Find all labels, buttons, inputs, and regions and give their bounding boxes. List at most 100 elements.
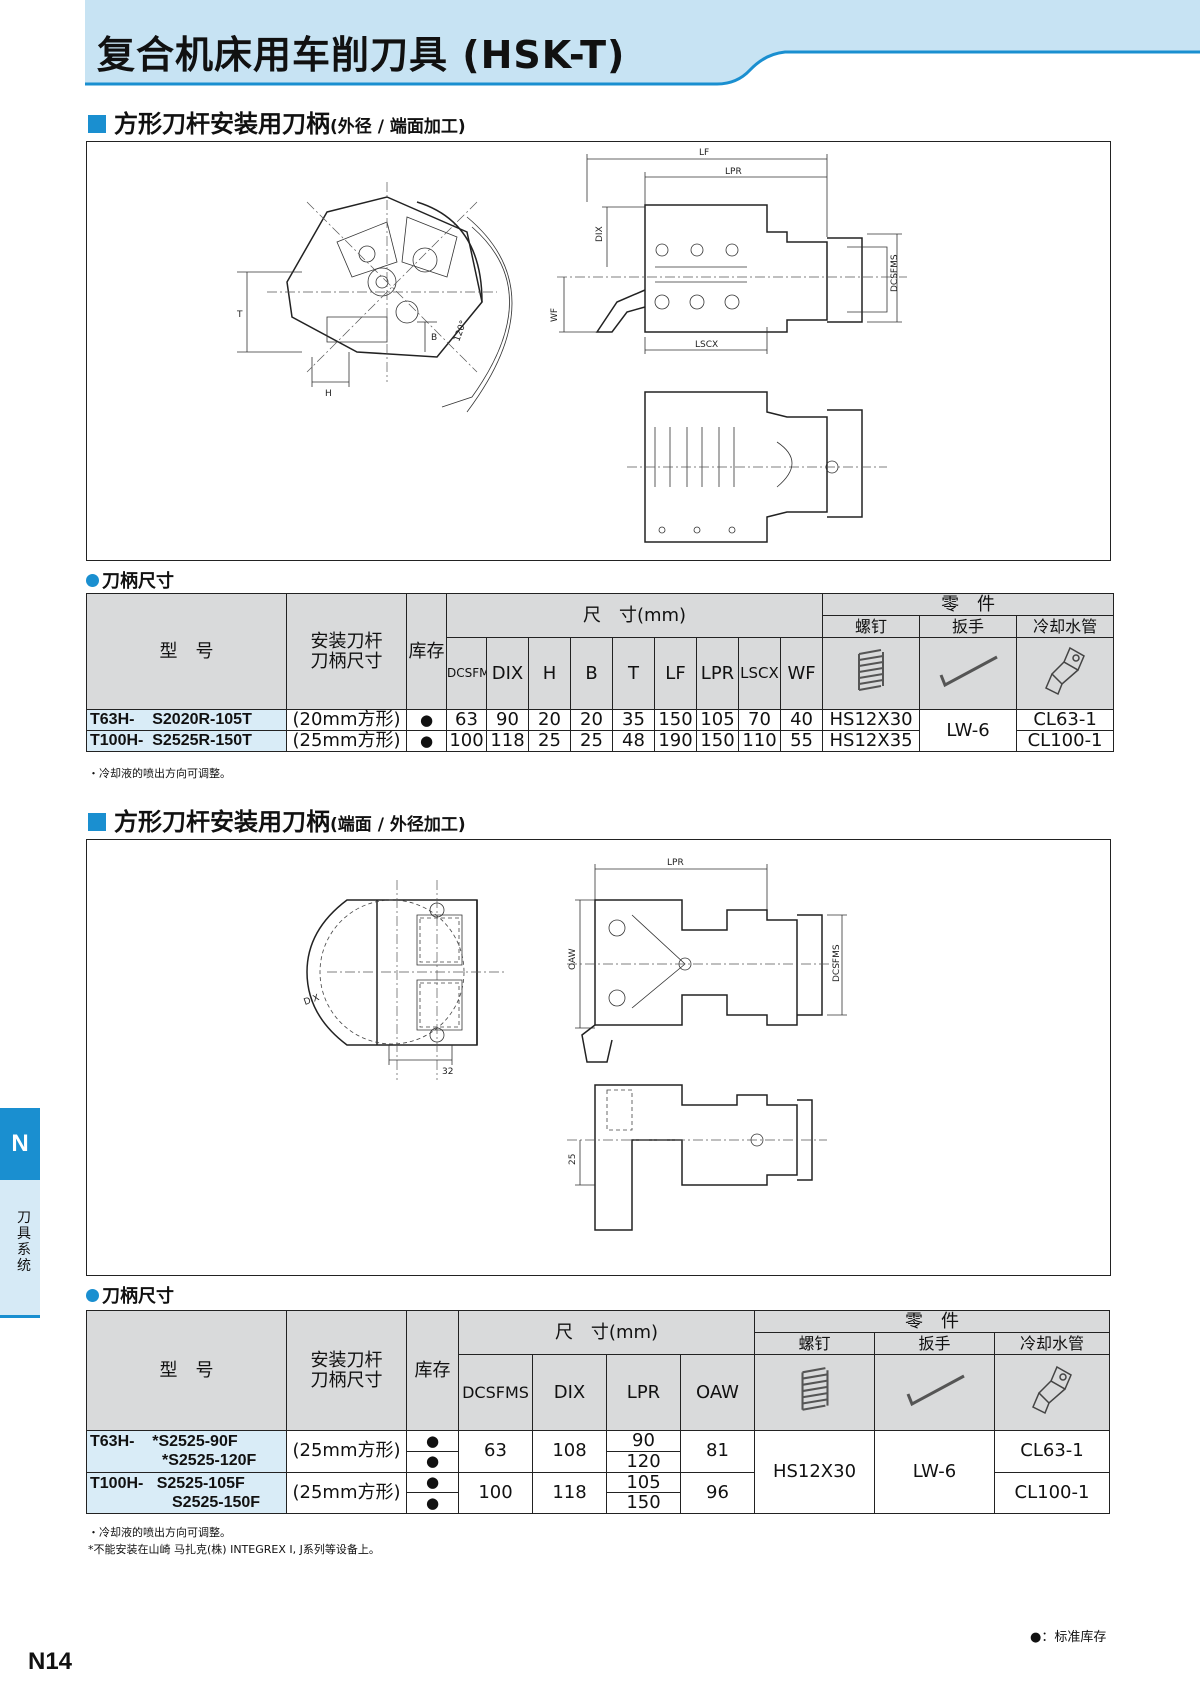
model-cell: T63H- *S2525-90F *S2525-120F: [86, 1430, 287, 1473]
wrench-cell: LW-6: [919, 709, 1018, 752]
screw-icon: [858, 649, 885, 692]
col-h: H: [528, 637, 571, 710]
screw-cell: HS12X30: [822, 709, 921, 731]
end-view-drawing: T B H 120°: [236, 182, 513, 413]
dim-25-label: 25: [568, 1154, 578, 1165]
screw-image: [754, 1354, 875, 1431]
dix-cell: 90: [486, 709, 529, 731]
coolant-header: 冷却水管: [993, 1332, 1111, 1355]
section-square-icon: [88, 813, 106, 831]
col-t: T: [612, 637, 655, 710]
section2-title-text: 方形刀杆安装用刀柄: [114, 808, 330, 836]
section2-title: 方形刀杆安装用刀柄(端面 / 外径加工): [88, 802, 466, 837]
col-b: B: [570, 637, 613, 710]
model-code: S2020R-105T: [152, 711, 252, 729]
section2-subtitle: (端面 / 外径加工): [330, 815, 466, 835]
section1-title-text: 方形刀杆安装用刀柄: [114, 110, 330, 138]
dix-cell: 118: [486, 730, 529, 752]
model-cell: T63H- S2020R-105T: [86, 709, 287, 731]
stock-header: 库存: [406, 1310, 459, 1431]
col-dix: DIX: [486, 637, 529, 710]
dims-header: 尺 寸(mm): [458, 1310, 755, 1355]
model-header: 型 号: [86, 593, 287, 710]
stock-cell: ●: [406, 730, 447, 752]
lpr-cell: 105: [696, 709, 739, 731]
dim-t-label: T: [236, 310, 243, 320]
page-title: 复合机床用车削刀具 (HSK-T): [97, 33, 626, 77]
size-cell: (25mm方形): [286, 1430, 407, 1473]
oaw-cell: 96: [680, 1471, 755, 1515]
screw-icon: [800, 1367, 829, 1411]
wf-cell: 55: [779, 730, 824, 752]
lf-cell: 150: [654, 709, 697, 731]
col-lf: LF: [654, 637, 697, 710]
h-cell: 25: [528, 730, 571, 752]
wrench-image: [919, 637, 1018, 710]
stock-header: 库存: [406, 593, 447, 710]
wrench-cell: LW-6: [874, 1429, 995, 1515]
dim-32-label: 32: [442, 1067, 453, 1077]
size-header: 安装刀杆 刀柄尺寸: [286, 1310, 407, 1431]
section1-note: ・冷却液的喷出方向可调整。: [88, 767, 231, 780]
b-cell: 20: [570, 709, 613, 731]
col-dcsfms: DCSFMS: [458, 1354, 533, 1431]
size-cell: (25mm方形): [286, 1471, 407, 1515]
screw-image: [822, 637, 921, 710]
coolant-cell: CL63-1: [1016, 709, 1115, 731]
dim-angle-label: 120°: [452, 319, 469, 343]
col-lscx: LSCX: [738, 637, 781, 710]
size-header: 安装刀杆 刀柄尺寸: [286, 593, 407, 710]
oaw-cell: 81: [680, 1430, 755, 1473]
wrench-image: [874, 1354, 995, 1431]
model-prefix: T63H-: [90, 711, 135, 729]
header-band: [85, 0, 1200, 86]
dim-lf-label: LF: [699, 148, 709, 158]
side-view-drawing: LF LPR DIX DCSFMS WF LSCX: [550, 148, 907, 354]
coolant-cell: CL100-1: [1016, 730, 1115, 752]
model-prefix: T100H-: [90, 1474, 144, 1492]
t-cell: 48: [612, 730, 655, 752]
coolant-cell: CL100-1: [993, 1471, 1111, 1515]
section1-technical-drawing: T B H 120° LF LPR DIX DCSFMS WF L: [236, 148, 907, 543]
wrench-header: 扳手: [919, 615, 1018, 638]
page-number: N14: [28, 1648, 73, 1675]
dcsfms-cell: 63: [446, 709, 487, 731]
section1-spec-table: 型 号 安装刀杆 刀柄尺寸 库存 尺 寸(mm) 零 件 螺钉 扳手 冷却水管 …: [86, 593, 1115, 752]
lpr-cell: 150: [696, 730, 739, 752]
top-view-drawing: [627, 391, 887, 543]
section1-drawing: T B H 120° LF LPR DIX DCSFMS WF L: [86, 141, 1111, 561]
parts-header: 零 件: [822, 593, 1115, 616]
coolant-image: [1016, 637, 1115, 710]
wrench-icon: [906, 1374, 965, 1407]
lscx-cell: 110: [738, 730, 781, 752]
section2-table-title: 刀柄尺寸: [86, 1282, 174, 1308]
dim-dcsfms-label: DCSFMS: [832, 944, 842, 982]
screw-cell: HS12X30: [754, 1429, 875, 1515]
dim-lscx-label: LSCX: [695, 340, 718, 350]
dim-dix-label: DIX: [595, 226, 605, 242]
end-view-drawing: 32 DIX: [303, 880, 507, 1080]
col-wf: WF: [779, 637, 824, 710]
model-prefix: T100H-: [90, 732, 144, 750]
size-cell: (25mm方形): [286, 730, 407, 752]
dim-lpr-label: LPR: [667, 858, 684, 868]
section2-note-1: ・冷却液的喷出方向可调整。: [88, 1526, 231, 1539]
wf-cell: 40: [779, 709, 824, 731]
dim-dix-label: DIX: [303, 993, 321, 1008]
dim-oaw-label: OAW: [568, 948, 578, 970]
size-cell: (20mm方形): [286, 709, 407, 731]
dcsfms-cell: 100: [458, 1471, 533, 1515]
side-tab-letter[interactable]: N: [0, 1108, 40, 1180]
lpr-cell: 120: [606, 1450, 681, 1473]
dix-cell: 118: [532, 1471, 607, 1515]
section1-table-title: 刀柄尺寸: [86, 567, 174, 593]
top-view-drawing: 25: [567, 1084, 827, 1231]
model-header: 型 号: [86, 1310, 287, 1431]
dim-dcsfms-label: DCSFMS: [890, 254, 900, 292]
screw-cell: HS12X35: [822, 730, 921, 752]
b-cell: 25: [570, 730, 613, 752]
section1-subtitle: (外径 / 端面加工): [330, 117, 466, 137]
stock-cell: ●: [406, 709, 447, 731]
section2-spec-table: 型 号 安装刀杆 刀柄尺寸 库存 尺 寸(mm) 零 件 螺钉 扳手 冷却水管 …: [86, 1310, 1111, 1515]
section2-table-title-text: 刀柄尺寸: [102, 1286, 174, 1307]
